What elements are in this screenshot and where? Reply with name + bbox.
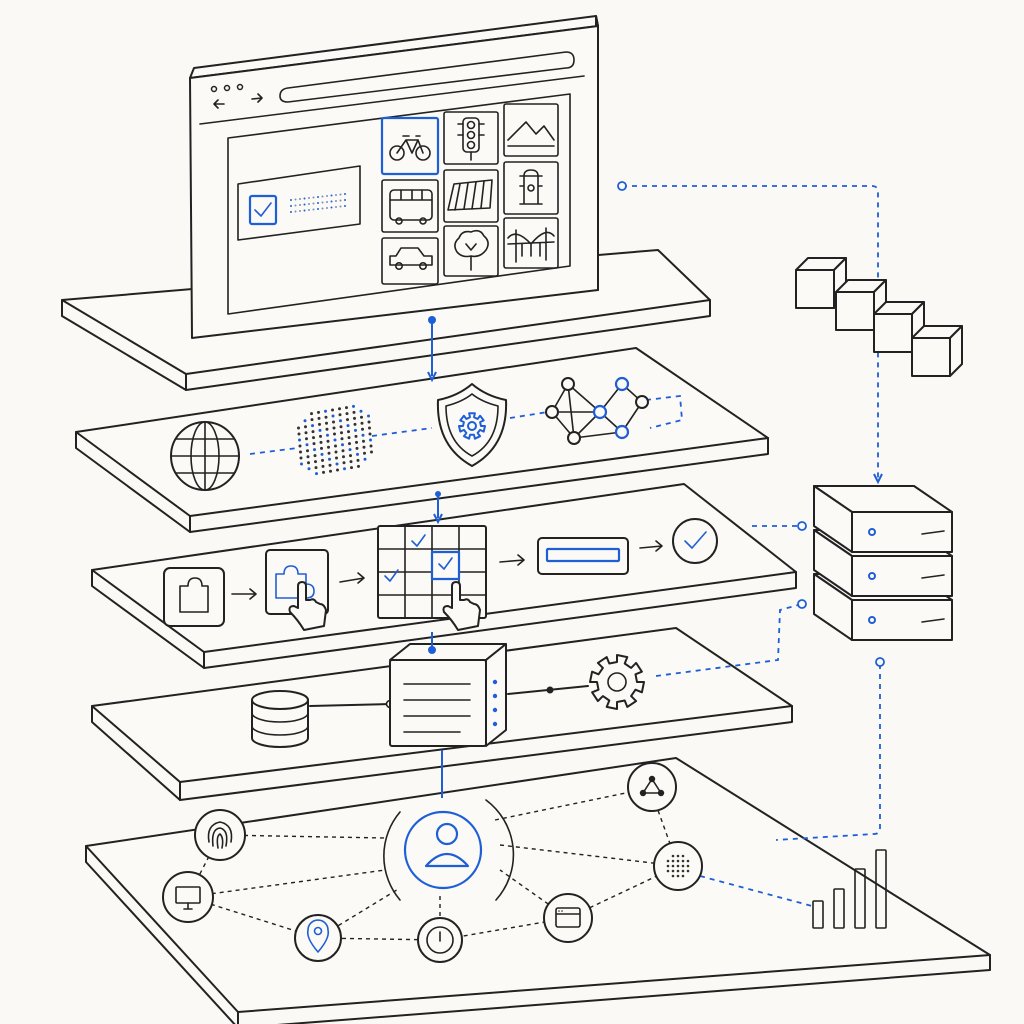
cloud-link <box>371 427 433 437</box>
bar-chart-bar <box>854 868 866 929</box>
user-hub <box>383 799 515 901</box>
puzzle-select-icon <box>265 549 329 631</box>
globe-icon <box>170 421 240 491</box>
server-box-icon <box>389 643 507 747</box>
image-grid-icon <box>377 525 487 631</box>
node-graph-icon <box>545 376 649 445</box>
globe-link <box>249 447 299 455</box>
gear-icon <box>589 654 645 710</box>
arrow <box>499 554 525 566</box>
crosswalk-icon <box>443 169 499 223</box>
clock-icon <box>417 917 463 963</box>
server-to-chart-link <box>775 664 881 841</box>
layer-connectors <box>427 316 443 798</box>
database-icon <box>251 690 309 748</box>
bar-chart-bar <box>812 900 824 929</box>
bar-chart-bar <box>875 849 887 929</box>
browser-icon <box>543 893 593 943</box>
dotted-text-placeholder <box>290 193 346 213</box>
puzzle-icon <box>163 567 225 627</box>
shield-gear-icon <box>436 383 508 467</box>
gear-to-server-link <box>655 603 803 677</box>
graph-loop <box>645 394 683 429</box>
share-nodes-icon <box>627 762 677 812</box>
tree-icon <box>443 225 499 277</box>
fingerprint-icon <box>194 809 246 861</box>
check-circle-icon <box>672 518 718 564</box>
bus-icon <box>381 179 439 233</box>
network-layer-platform <box>75 347 769 533</box>
bicycle-icon <box>380 116 440 176</box>
location-pin-icon <box>294 914 342 962</box>
server-stack-icon <box>813 485 953 641</box>
browser-window-icon <box>189 15 599 339</box>
db-to-server-link <box>309 703 391 707</box>
mountains-icon <box>503 103 559 157</box>
arrow <box>231 588 257 600</box>
browser-to-server-link <box>622 185 879 482</box>
arrow <box>339 572 365 584</box>
bar-chart-bar <box>833 888 845 929</box>
cube-icon <box>795 257 963 377</box>
shield-link <box>509 411 549 419</box>
bar-chart-icon <box>812 849 887 929</box>
input-bar-icon <box>537 537 629 575</box>
fire-hydrant-icon <box>503 161 559 215</box>
dots-icon <box>653 841 703 891</box>
dot-cloud-icon <box>297 404 373 476</box>
arrow <box>639 540 663 552</box>
car-icon <box>381 237 439 285</box>
monitor-icon <box>162 871 214 923</box>
bridge-icon <box>503 217 559 269</box>
traffic-light-icon <box>443 111 499 165</box>
user-icon <box>403 810 483 890</box>
